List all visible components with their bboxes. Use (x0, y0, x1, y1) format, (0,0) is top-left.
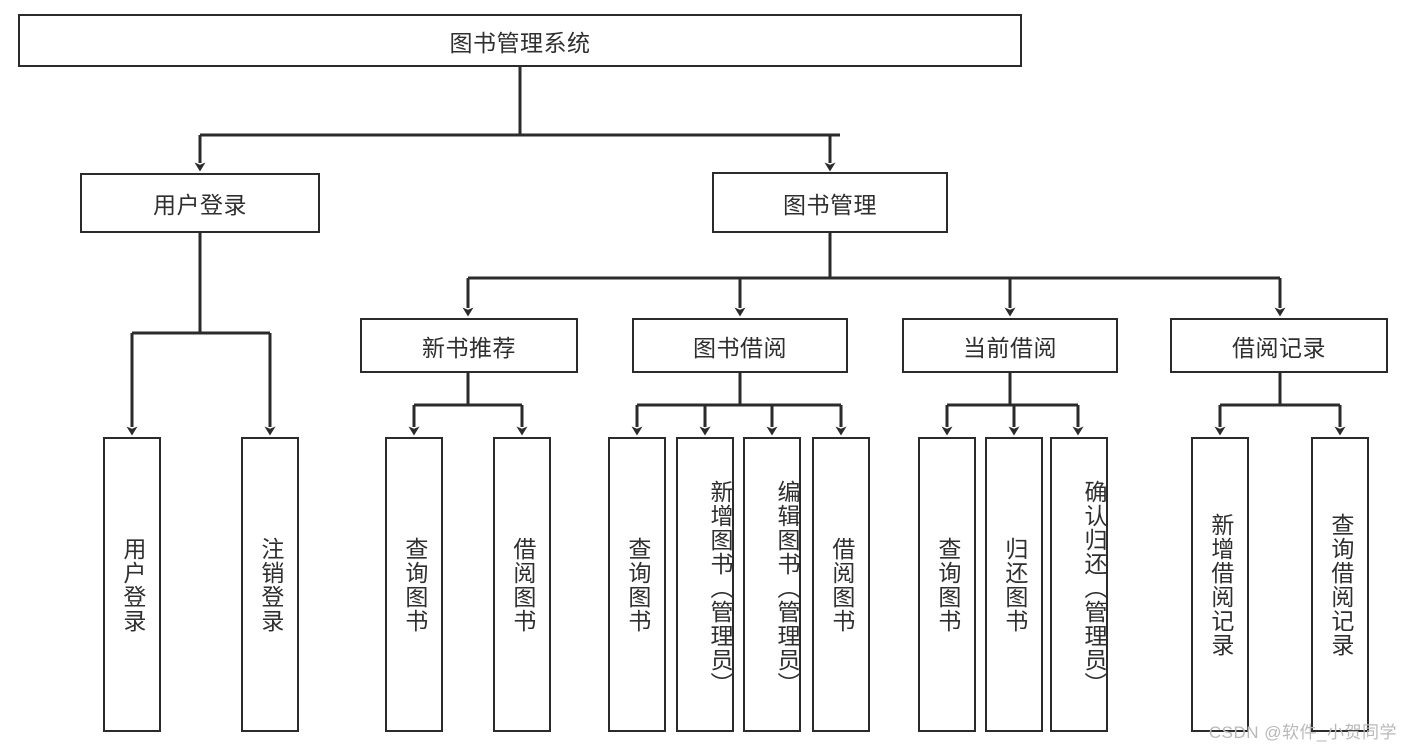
leaf-borrow-book-1[interactable]: 借阅图书 (493, 437, 551, 732)
leaf-borrow-book-2[interactable]: 借阅图书 (812, 437, 870, 732)
node-book-borrow[interactable]: 图书借阅 (632, 318, 848, 373)
leaf-add-record[interactable]: 新增借阅记录 (1191, 437, 1249, 732)
leaf-query-record-label: 查询借阅记录 (1327, 512, 1354, 657)
node-current-borrow-label: 当前借阅 (963, 334, 1057, 361)
node-root[interactable]: 图书管理系统 (18, 14, 1022, 67)
leaf-borrow-book-1-label: 借阅图书 (509, 536, 536, 633)
leaf-user-login-label: 用户登录 (119, 536, 146, 633)
leaf-logout[interactable]: 注销登录 (241, 437, 299, 732)
leaf-add-record-label: 新增借阅记录 (1207, 512, 1234, 657)
leaf-logout-label: 注销登录 (257, 536, 284, 633)
node-borrow-record[interactable]: 借阅记录 (1170, 318, 1388, 373)
leaf-user-login[interactable]: 用户登录 (103, 437, 161, 732)
leaf-edit-book[interactable]: 编辑图书（管理员） (743, 437, 801, 732)
leaf-confirm-return[interactable]: 确认归还（管理员） (1050, 437, 1108, 732)
leaf-add-book[interactable]: 新增图书（管理员） (676, 437, 734, 732)
node-root-label: 图书管理系统 (449, 29, 591, 56)
leaf-add-book-label: 新增图书（管理员） (707, 479, 733, 696)
node-user-login-label: 用户登录 (153, 192, 247, 218)
node-user-login[interactable]: 用户登录 (80, 173, 320, 233)
node-current-borrow[interactable]: 当前借阅 (902, 318, 1118, 373)
leaf-confirm-return-label: 确认归还（管理员） (1081, 479, 1107, 696)
leaf-borrow-book-2-label: 借阅图书 (828, 536, 855, 633)
node-new-book-recommend[interactable]: 新书推荐 (360, 318, 578, 373)
node-book-manage[interactable]: 图书管理 (712, 172, 948, 233)
node-new-book-recommend-label: 新书推荐 (422, 334, 516, 361)
node-book-borrow-label: 图书借阅 (693, 334, 787, 361)
node-borrow-record-label: 借阅记录 (1232, 334, 1326, 361)
leaf-query-book-2-label: 查询图书 (624, 536, 651, 633)
watermark-text: CSDN @软件_小贺同学 (1208, 723, 1397, 742)
leaf-query-book-3-label: 查询图书 (934, 536, 961, 633)
leaf-return-book-label: 归还图书 (1001, 536, 1028, 633)
node-book-manage-label: 图书管理 (783, 191, 877, 218)
leaf-return-book[interactable]: 归还图书 (985, 437, 1043, 732)
leaf-query-record[interactable]: 查询借阅记录 (1311, 437, 1369, 732)
leaf-query-book-3[interactable]: 查询图书 (918, 437, 976, 732)
leaf-edit-book-label: 编辑图书（管理员） (774, 479, 800, 696)
leaf-query-book-1[interactable]: 查询图书 (385, 437, 443, 732)
leaf-query-book-1-label: 查询图书 (401, 536, 428, 633)
leaf-query-book-2[interactable]: 查询图书 (608, 437, 666, 732)
